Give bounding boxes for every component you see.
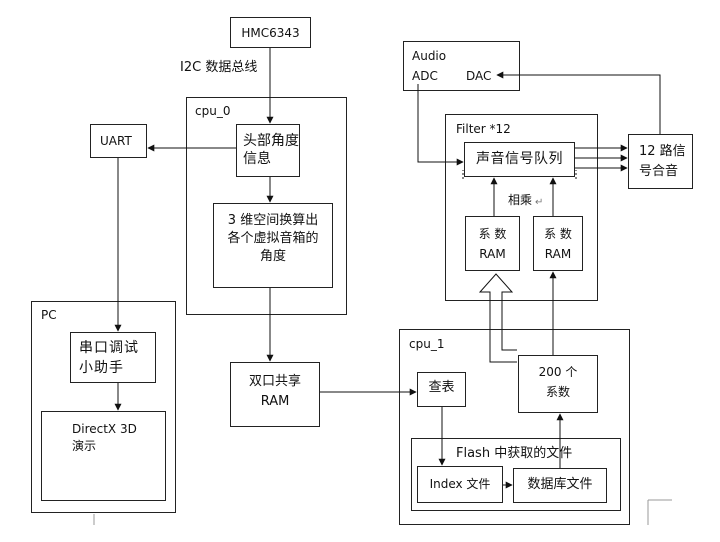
multiply-label: 相乘 xyxy=(508,193,533,207)
cpu1-label: cpu_1 xyxy=(409,337,445,351)
queue-box: 声音信号队列 xyxy=(464,142,575,177)
coef-ram-box-1: 系 数 RAM xyxy=(465,216,520,271)
flash-label: Flash 中获取的文件 xyxy=(456,446,573,461)
db-file-box: 数据库文件 xyxy=(513,468,607,503)
coef200-box: 200 个 系数 xyxy=(518,355,598,413)
directx-box: DirectX 3D 演示 xyxy=(41,411,166,501)
hmc6343-box: HMC6343 xyxy=(230,17,311,48)
serial-helper-box: 串口调试 小助手 xyxy=(70,332,156,383)
dac-label: DAC xyxy=(466,69,492,83)
return-mark: ↵ xyxy=(535,197,544,208)
arrow-adc-to-queue xyxy=(417,84,464,166)
audio-label: Audio xyxy=(412,49,447,63)
i2c-bus-label: I2C 数据总线 xyxy=(180,60,258,75)
mix-box: 12 路信 号合音 xyxy=(628,134,693,189)
lookup-box: 查表 xyxy=(417,372,466,407)
filter-label: Filter *12 xyxy=(456,122,511,136)
coef-ram-box-2: 系 数 RAM xyxy=(533,216,583,271)
audio-container xyxy=(403,41,520,91)
convert-box: 3 维空间换算出 各个虚拟音箱的 角度 xyxy=(213,203,333,288)
head-angle-box: 头部角度 信息 xyxy=(236,124,300,177)
cpu0-label: cpu_0 xyxy=(195,104,231,118)
uart-box: UART xyxy=(90,124,147,158)
arrow-mix-to-dac xyxy=(496,71,661,134)
pc-label: PC xyxy=(41,308,57,322)
dual-ram-box: 双口共享 RAM xyxy=(230,362,320,427)
hollow-arrow-to-ram1 xyxy=(478,273,517,363)
index-file-box: Index 文件 xyxy=(417,466,503,503)
adc-label: ADC xyxy=(412,69,438,83)
